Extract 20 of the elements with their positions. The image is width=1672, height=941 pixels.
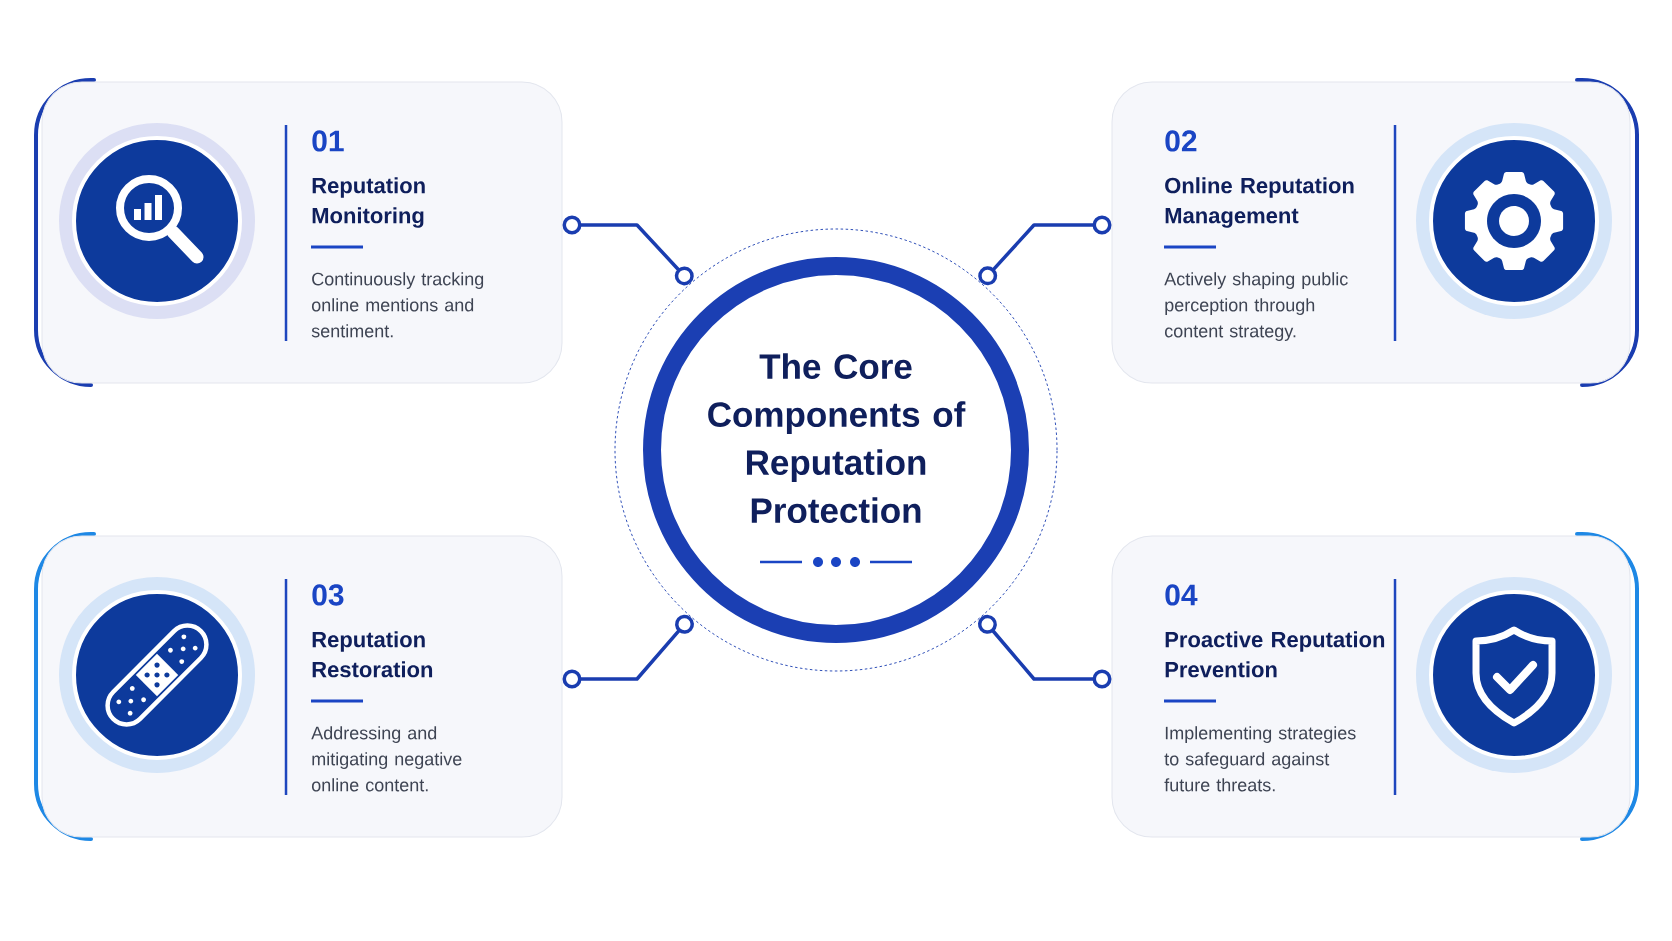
connector-line bbox=[978, 215, 1112, 286]
connector-line bbox=[562, 614, 694, 689]
card-title: Online Reputation Management bbox=[1165, 177, 1354, 228]
card-description: Actively shaping public perception through content strategy. bbox=[1164, 272, 1348, 341]
card-description: Implementing strategies to safeguard against future threats. bbox=[1164, 726, 1356, 792]
step-number: 01 bbox=[312, 130, 344, 152]
card bbox=[1111, 535, 1631, 838]
card-title: Reputation Restoration bbox=[312, 631, 433, 678]
card-title: Reputation Monitoring bbox=[312, 177, 425, 228]
connector-line bbox=[977, 614, 1112, 689]
step-number: 03 bbox=[312, 584, 344, 606]
card-description: Continuously tracking online mentions and sentiment. bbox=[311, 272, 484, 338]
card bbox=[41, 535, 563, 838]
card bbox=[41, 81, 563, 384]
card-description: Addressing and mitigating negative online content. bbox=[311, 726, 462, 792]
card-title: Proactive Reputation Prevention bbox=[1165, 631, 1385, 678]
step-number: 04 bbox=[1165, 584, 1198, 606]
card bbox=[1111, 81, 1631, 384]
connector-line bbox=[562, 215, 694, 286]
step-number: 02 bbox=[1165, 130, 1197, 152]
